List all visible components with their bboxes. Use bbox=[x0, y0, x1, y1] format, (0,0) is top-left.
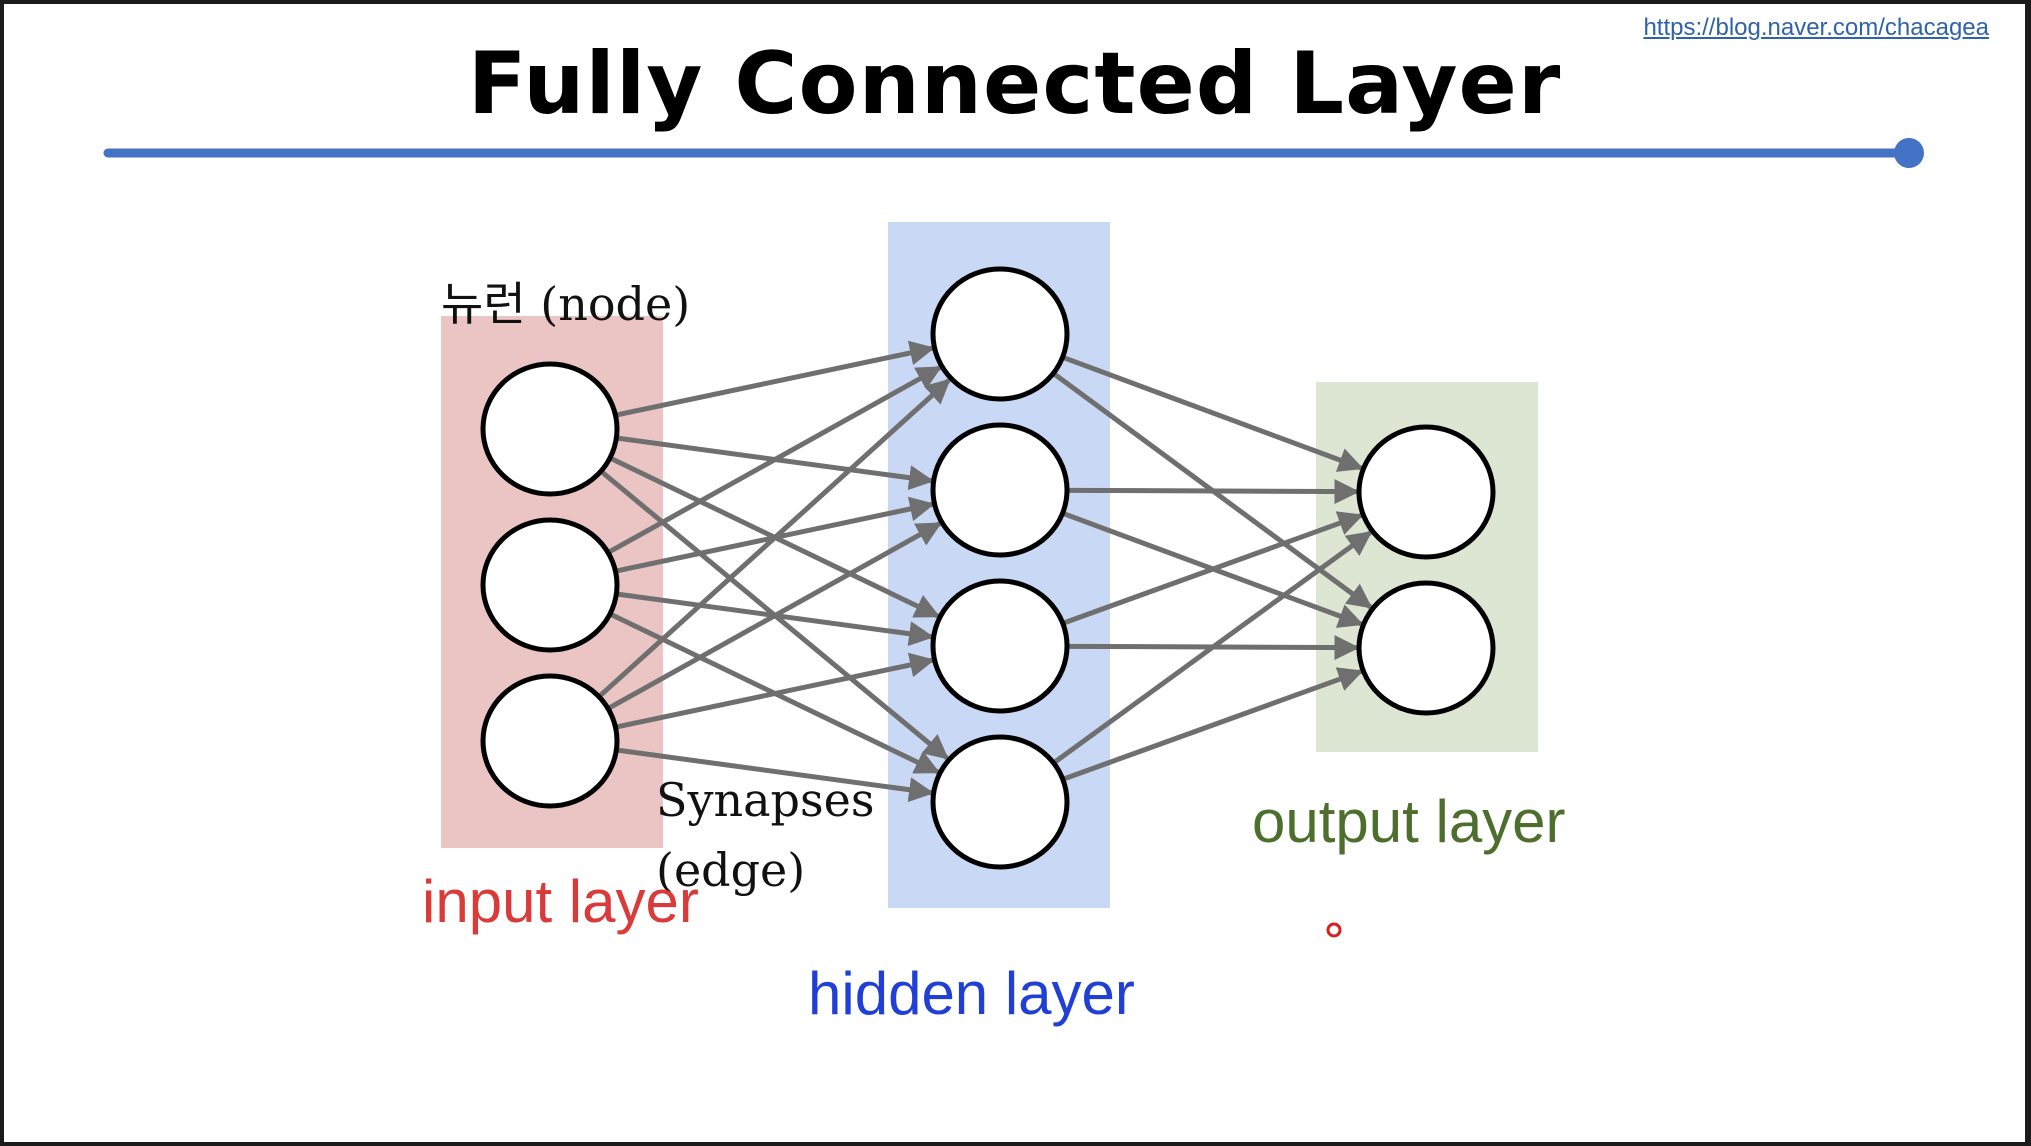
edge-hidden-4-to-output-2 bbox=[1062, 667, 1364, 782]
slide-title: Fully Connected Layer bbox=[467, 34, 1562, 134]
edge-hidden-3-to-output-1 bbox=[1062, 511, 1364, 626]
edge-input-1-to-hidden-1 bbox=[615, 340, 935, 418]
edge-input-3-to-hidden-2 bbox=[607, 521, 942, 711]
edge-label-line1: Synapses bbox=[656, 773, 874, 827]
laser-pointer-icon bbox=[1326, 922, 1342, 938]
synapse-edges bbox=[598, 340, 1373, 803]
underline-end-dot bbox=[1894, 138, 1924, 168]
input-node-3 bbox=[480, 673, 620, 809]
hidden-node-4 bbox=[930, 734, 1070, 870]
edge-input-3-to-hidden-4 bbox=[616, 747, 935, 803]
output-layer-label: output layer bbox=[1252, 788, 1566, 855]
neural-network-diagram: 뉴런 (node) Synapses (edge) input layer hi… bbox=[422, 222, 1566, 1027]
node-label: 뉴런 (node) bbox=[441, 277, 690, 331]
neuron-nodes bbox=[480, 266, 1496, 870]
input-node-1 bbox=[480, 361, 620, 497]
slide: https://blog.naver.com/chacagea Fully Co… bbox=[4, 4, 2025, 1142]
output-node-2 bbox=[1356, 580, 1496, 716]
edge-input-3-to-hidden-3 bbox=[615, 652, 935, 730]
title-underline bbox=[103, 138, 1924, 168]
hidden-node-2 bbox=[930, 422, 1070, 558]
input-node-2 bbox=[480, 517, 620, 653]
edge-hidden-4-to-output-1 bbox=[1052, 530, 1373, 765]
edge-input-3-to-hidden-1 bbox=[598, 378, 951, 698]
input-layer-label: input layer bbox=[422, 868, 699, 935]
edge-input-2-to-hidden-1 bbox=[607, 365, 942, 555]
hidden-node-1 bbox=[930, 266, 1070, 402]
hidden-layer-label: hidden layer bbox=[808, 960, 1135, 1027]
edge-hidden-2-to-output-1 bbox=[1066, 479, 1360, 505]
edge-label-line2: (edge) bbox=[656, 843, 805, 897]
hidden-node-3 bbox=[930, 578, 1070, 714]
output-node-1 bbox=[1356, 424, 1496, 560]
edge-hidden-1-to-output-1 bbox=[1061, 354, 1364, 472]
source-link[interactable]: https://blog.naver.com/chacagea bbox=[1643, 14, 1989, 41]
